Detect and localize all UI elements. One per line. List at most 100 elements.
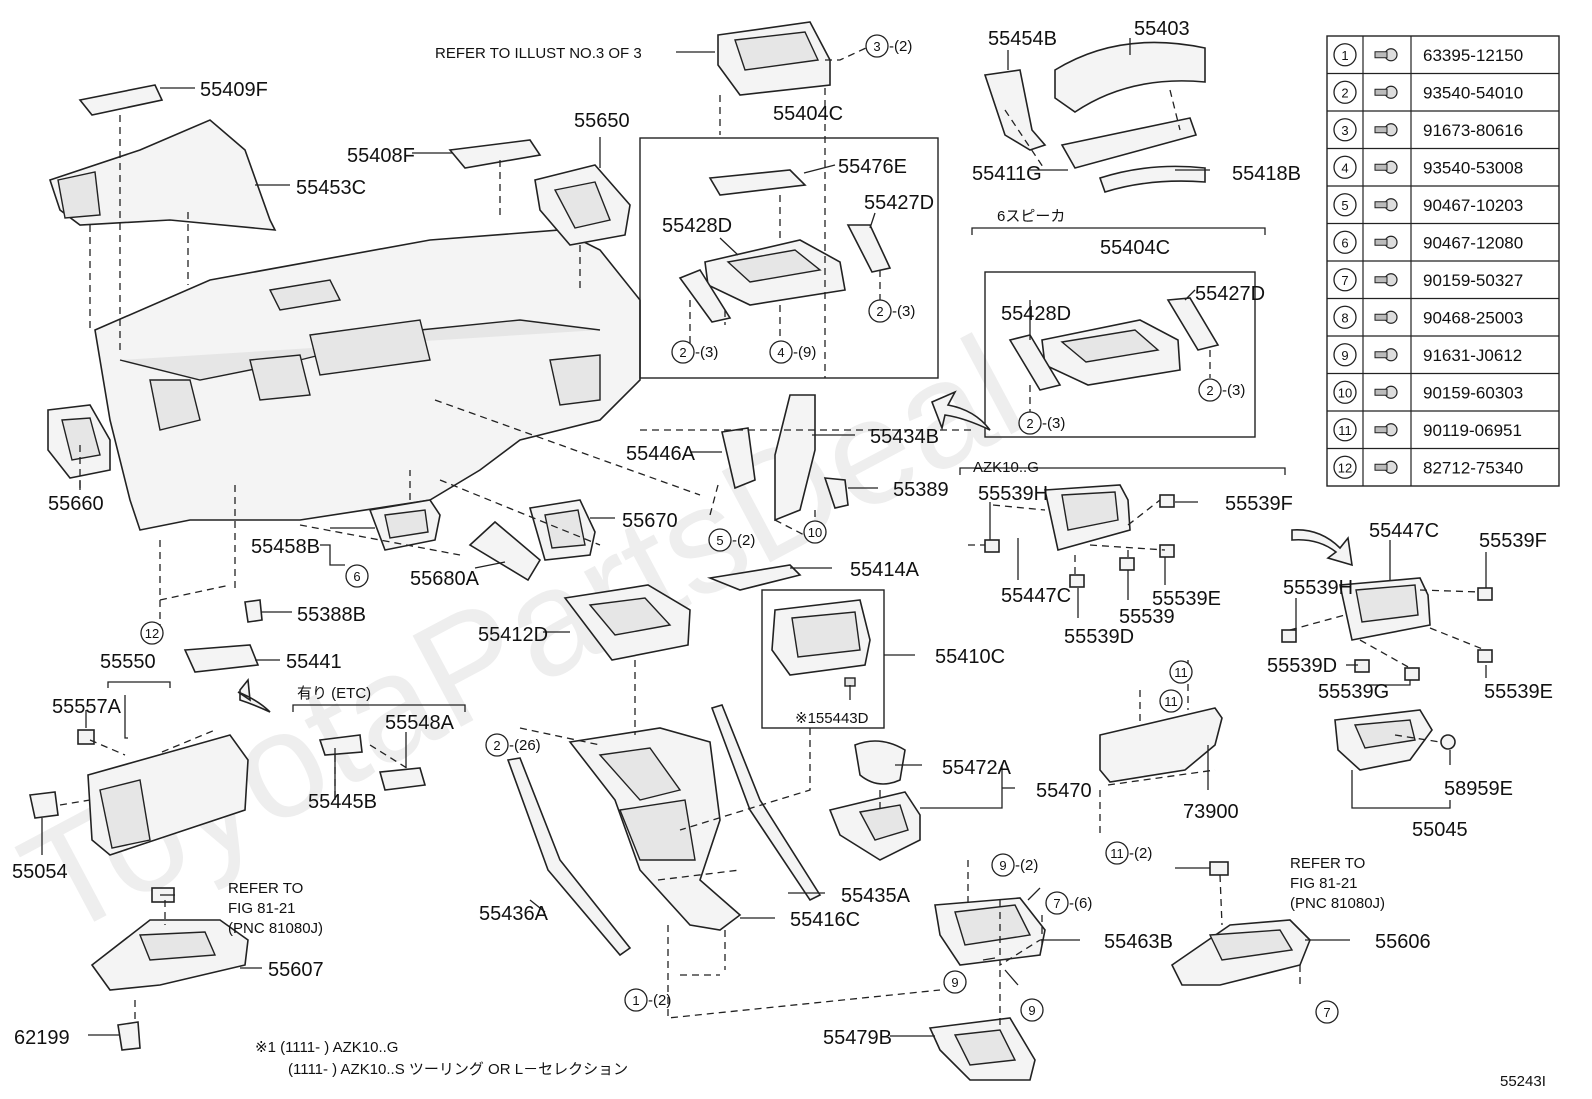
cover-55409F[interactable]: [78, 84, 164, 116]
fastener-icon: [1374, 423, 1398, 437]
vent-55660[interactable]: [47, 404, 111, 479]
bracket-55463B[interactable]: [934, 897, 1046, 966]
svg-text:2: 2: [679, 345, 686, 360]
glove-box-55550[interactable]: [87, 734, 249, 856]
switch-panel-55447C-a[interactable]: [1044, 484, 1131, 551]
trim-55436A[interactable]: [506, 757, 632, 957]
cover-55408F[interactable]: [448, 139, 542, 169]
fastener-icon: [1374, 348, 1398, 362]
trim-55428D-alt[interactable]: [1008, 334, 1062, 391]
svg-text:REFER TO: REFER TO: [1290, 855, 1365, 872]
trim-55418B[interactable]: [1098, 165, 1206, 193]
switch-55539H-b[interactable]: [1281, 629, 1297, 643]
svg-text:55403: 55403: [1134, 18, 1190, 40]
svg-text:55660: 55660: [48, 493, 104, 515]
lock-55054[interactable]: [29, 791, 59, 819]
trim-55414A[interactable]: [707, 564, 802, 591]
legend-num: 12: [1338, 460, 1352, 475]
legend-num: 3: [1341, 123, 1348, 138]
svg-text:55434B: 55434B: [870, 426, 939, 448]
trim-55428D-top[interactable]: [678, 269, 732, 323]
panel-55412D[interactable]: [563, 584, 691, 661]
lid-55476E[interactable]: [708, 169, 807, 196]
clip-58959E[interactable]: [1440, 734, 1456, 750]
footnote-line1: ※1 (1111- ) AZK10..G: [255, 1039, 398, 1056]
legend-part-number: 82712-75340: [1423, 458, 1523, 477]
switch-55539F-b[interactable]: [1477, 587, 1493, 601]
trim-55435A[interactable]: [710, 704, 822, 902]
six-speaker-label: 6スピーカ: [997, 208, 1065, 225]
svg-text:REFER TO: REFER TO: [228, 880, 303, 897]
cover-55403[interactable]: [1054, 41, 1206, 113]
trim-55427D-top[interactable]: [846, 224, 892, 273]
switch-55539E-a[interactable]: [1159, 544, 1175, 558]
switch-55441[interactable]: [183, 644, 260, 673]
console-55416C[interactable]: [568, 727, 742, 931]
svg-text:55445B: 55445B: [308, 791, 377, 813]
etc-55548A[interactable]: [378, 767, 427, 791]
panel-55434B[interactable]: [774, 394, 816, 522]
ring-55472A[interactable]: [854, 740, 906, 785]
switch-55539H-a[interactable]: [984, 539, 1000, 553]
svg-text:55458B: 55458B: [251, 536, 320, 558]
svg-text:55479B: 55479B: [823, 1027, 892, 1049]
part-55443D[interactable]: [844, 677, 856, 687]
switch-55539D-b[interactable]: [1354, 659, 1370, 673]
fastener-icon: [1374, 235, 1398, 249]
figure-code: 55243I: [1500, 1073, 1546, 1090]
fastener-icon: [1374, 160, 1398, 174]
lower-panel-55607[interactable]: [90, 919, 249, 991]
switch-55539G-b[interactable]: [1404, 667, 1420, 681]
trim-73900[interactable]: [1099, 707, 1223, 783]
svg-text:55410C: 55410C: [935, 646, 1005, 668]
svg-text:-(9): -(9): [793, 344, 816, 361]
connector-right[interactable]: [1209, 861, 1229, 876]
svg-text:-(3): -(3): [1042, 415, 1065, 432]
switch-panel-55447C-b[interactable]: [1339, 577, 1431, 641]
bracket-55388B[interactable]: [244, 599, 263, 623]
switch-55539D-a[interactable]: [1069, 574, 1085, 588]
svg-text:-(2): -(2): [732, 532, 755, 549]
svg-text:55539F: 55539F: [1479, 530, 1547, 552]
damper-55557A[interactable]: [77, 729, 95, 745]
dashboard-panel[interactable]: [94, 229, 641, 531]
bezel-55404C-alt[interactable]: [1041, 319, 1181, 386]
svg-text:55388B: 55388B: [297, 604, 366, 626]
legend-num: 2: [1341, 85, 1348, 100]
trim-55411G[interactable]: [1060, 117, 1198, 169]
switch-55539-a[interactable]: [1119, 557, 1135, 571]
clip-55389[interactable]: [823, 477, 849, 509]
vent-55680A[interactable]: [468, 520, 542, 582]
switch-bezel-55458B[interactable]: [368, 499, 441, 551]
box-55045[interactable]: [1334, 709, 1433, 771]
audio-housing-55404C-top[interactable]: [717, 21, 831, 96]
bracket-55445B[interactable]: [318, 734, 363, 756]
svg-text:55412D: 55412D: [478, 624, 548, 646]
shift-bezel-55470[interactable]: [828, 791, 921, 861]
svg-text:55472A: 55472A: [942, 757, 1012, 779]
legend-num: 5: [1341, 198, 1348, 213]
switch-55539F-a[interactable]: [1159, 494, 1175, 508]
switch-55539E-b[interactable]: [1477, 649, 1493, 663]
legend-num: 11: [1338, 423, 1352, 438]
svg-text:55416C: 55416C: [790, 909, 860, 931]
bezel-55404C-inner[interactable]: [704, 239, 846, 306]
svg-text:55436A: 55436A: [479, 903, 549, 925]
clip-62199[interactable]: [117, 1021, 141, 1051]
panel-55479B[interactable]: [928, 1017, 1036, 1081]
panel-55606[interactable]: [1170, 919, 1311, 986]
legend-part-number: 90468-25003: [1423, 308, 1523, 327]
upper-cover-55453C[interactable]: [48, 119, 277, 231]
bracket-55446A[interactable]: [721, 427, 756, 490]
vent-55650[interactable]: [534, 164, 631, 246]
panel-55454B[interactable]: [983, 69, 1047, 151]
trim-55427D-alt[interactable]: [1166, 297, 1220, 351]
svg-text:55539D: 55539D: [1267, 655, 1337, 677]
display-55410C[interactable]: [771, 599, 871, 676]
svg-text:55476E: 55476E: [838, 156, 907, 178]
